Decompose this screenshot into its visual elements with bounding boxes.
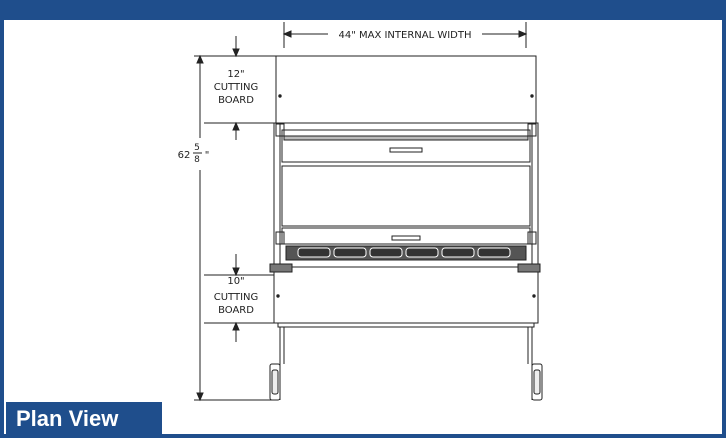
hinge-left-top xyxy=(275,123,285,137)
bottom-board-arrow-bottom xyxy=(232,321,240,331)
bolt xyxy=(276,294,280,298)
board-bracket-right xyxy=(517,263,541,273)
height-dimension-whole: 62 xyxy=(178,150,191,161)
bottom-cutting-board xyxy=(273,266,539,324)
bottom-board-size: 10" xyxy=(227,276,244,287)
pan xyxy=(297,247,331,258)
hinge-right-bottom xyxy=(527,231,537,245)
upper-lid-rail xyxy=(283,135,529,141)
height-arrow-bottom xyxy=(196,392,204,402)
hinge-right-top xyxy=(527,123,537,137)
pan xyxy=(441,247,475,258)
width-dimension-label: 44" MAX INTERNAL WIDTH xyxy=(338,30,471,41)
middle-panel xyxy=(281,165,531,227)
top-board-arrow-bottom xyxy=(232,121,240,131)
height-arrow-top xyxy=(196,54,204,64)
lower-lid-handle xyxy=(391,235,421,241)
upper-lid-handle xyxy=(389,147,423,153)
board-bracket-left xyxy=(269,263,293,273)
caster-left xyxy=(269,363,281,401)
bottom-board-arrow-top xyxy=(232,267,240,277)
bottom-board-line2: BOARD xyxy=(218,305,254,316)
bolt xyxy=(530,94,534,98)
height-dimension-unit: " xyxy=(205,150,210,161)
top-board-size: 12" xyxy=(227,69,244,80)
pans xyxy=(297,247,511,258)
top-cutting-board xyxy=(275,55,537,124)
pan xyxy=(333,247,367,258)
caster-left-wheel xyxy=(271,369,279,395)
lower-lid xyxy=(281,227,531,245)
height-dimension-numerator: 5 xyxy=(194,143,200,153)
bottom-board-line1: CUTTING xyxy=(214,292,259,303)
pan xyxy=(405,247,439,258)
top-board-line2: BOARD xyxy=(218,95,254,106)
bolt xyxy=(278,94,282,98)
height-dimension-denominator: 8 xyxy=(194,155,200,165)
caster-right xyxy=(531,363,543,401)
pan xyxy=(477,247,511,258)
width-arrow-right xyxy=(518,30,528,38)
technical-drawing: 44" MAX INTERNAL WIDTH 62 5 8 " 12" CUTT… xyxy=(178,22,543,402)
upper-lid xyxy=(281,129,531,163)
plan-view-label: Plan View xyxy=(6,402,162,434)
drawing-panel: 44" MAX INTERNAL WIDTH 62 5 8 " 12" CUTT… xyxy=(4,20,722,434)
hinge-left-bottom xyxy=(275,231,285,245)
cabinet-body xyxy=(273,122,539,268)
bolt xyxy=(532,294,536,298)
top-board-line1: CUTTING xyxy=(214,82,259,93)
width-arrow-left xyxy=(282,30,292,38)
top-board-arrow-top xyxy=(232,48,240,58)
caster-right-wheel xyxy=(533,369,541,395)
base-frame xyxy=(277,322,535,328)
pan xyxy=(369,247,403,258)
